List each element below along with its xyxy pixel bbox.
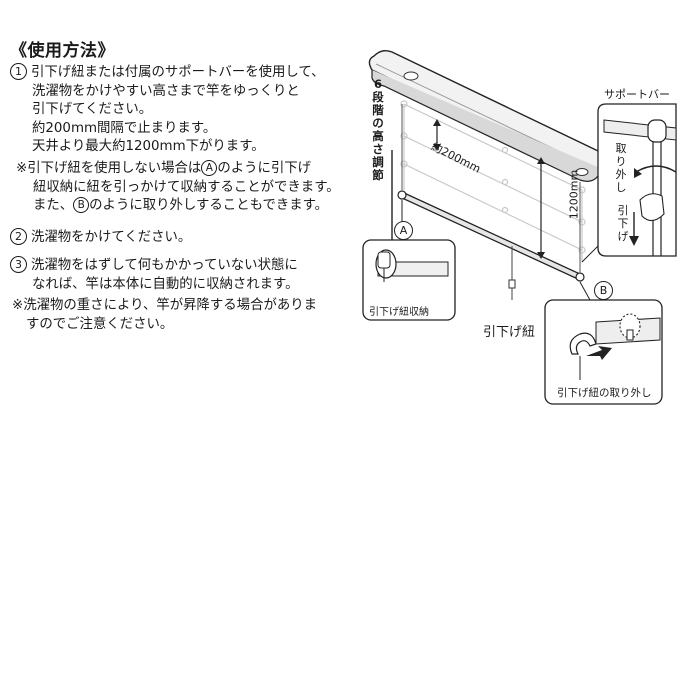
interval-arrow	[433, 119, 441, 151]
pull-down-label: 引下げ	[617, 204, 629, 243]
support-bar-label: サポートバー	[604, 88, 670, 101]
remove-label: 取り外し	[615, 142, 627, 194]
step-1-number: 1	[10, 63, 27, 80]
step-1-line-5: 天井より最大約1200mm下がります。	[32, 139, 265, 155]
step-1-line-4: 約200mm間隔で止まります。	[32, 120, 217, 136]
note-2-line-1: ※洗濯物の重さにより、竿が昇降する場合がありま	[12, 298, 318, 313]
box-a-caption: 引下げ紐収納	[369, 307, 429, 318]
step-1-line-2: 洗濯物をかけやすい高さまで竿をゆっくりと	[32, 83, 300, 99]
badge-b: B	[594, 281, 613, 300]
lowered-pole	[397, 104, 585, 300]
detail-box-a	[362, 200, 456, 321]
step-1-line-3: 引下げてください。	[32, 102, 153, 118]
note-1-line-2: 紐収納に紐を引っかけて収納することができます。	[33, 179, 340, 195]
ceiling-unit	[368, 49, 606, 182]
max-drop-arrow	[537, 157, 545, 259]
circle-a-marker: A	[201, 160, 218, 176]
cord-label: 引下げ紐	[483, 325, 536, 340]
intermediate-positions	[400, 100, 586, 262]
six-levels-label: 6段階の高さ調節	[372, 77, 384, 182]
step-3-line-2: なれば、竿は本体に自動的に収納されます。	[32, 276, 299, 292]
height-adjust-arrow	[387, 150, 397, 254]
page-heading: 《使用方法》	[10, 41, 115, 61]
box-b-caption: 引下げ紐の取り外し	[557, 387, 652, 399]
step-2-text: 洗濯物をかけてください。	[31, 230, 192, 245]
support-bar-detail	[581, 103, 677, 263]
note-2-line-2: すのでご注意ください。	[26, 316, 174, 332]
max-drop-label: 1200mm	[567, 169, 581, 220]
step-2-number: 2	[10, 228, 27, 245]
badge-a: A	[394, 221, 413, 240]
detail-box-b	[544, 281, 663, 405]
step-3-number: 3	[10, 256, 27, 273]
circle-b-marker: B	[73, 197, 90, 214]
step-2: 2 洗濯物をかけてください。	[10, 228, 191, 248]
note-2: ※洗濯物の重さにより、竿が昇降する場合がありま すのでご注意ください。	[12, 297, 317, 334]
